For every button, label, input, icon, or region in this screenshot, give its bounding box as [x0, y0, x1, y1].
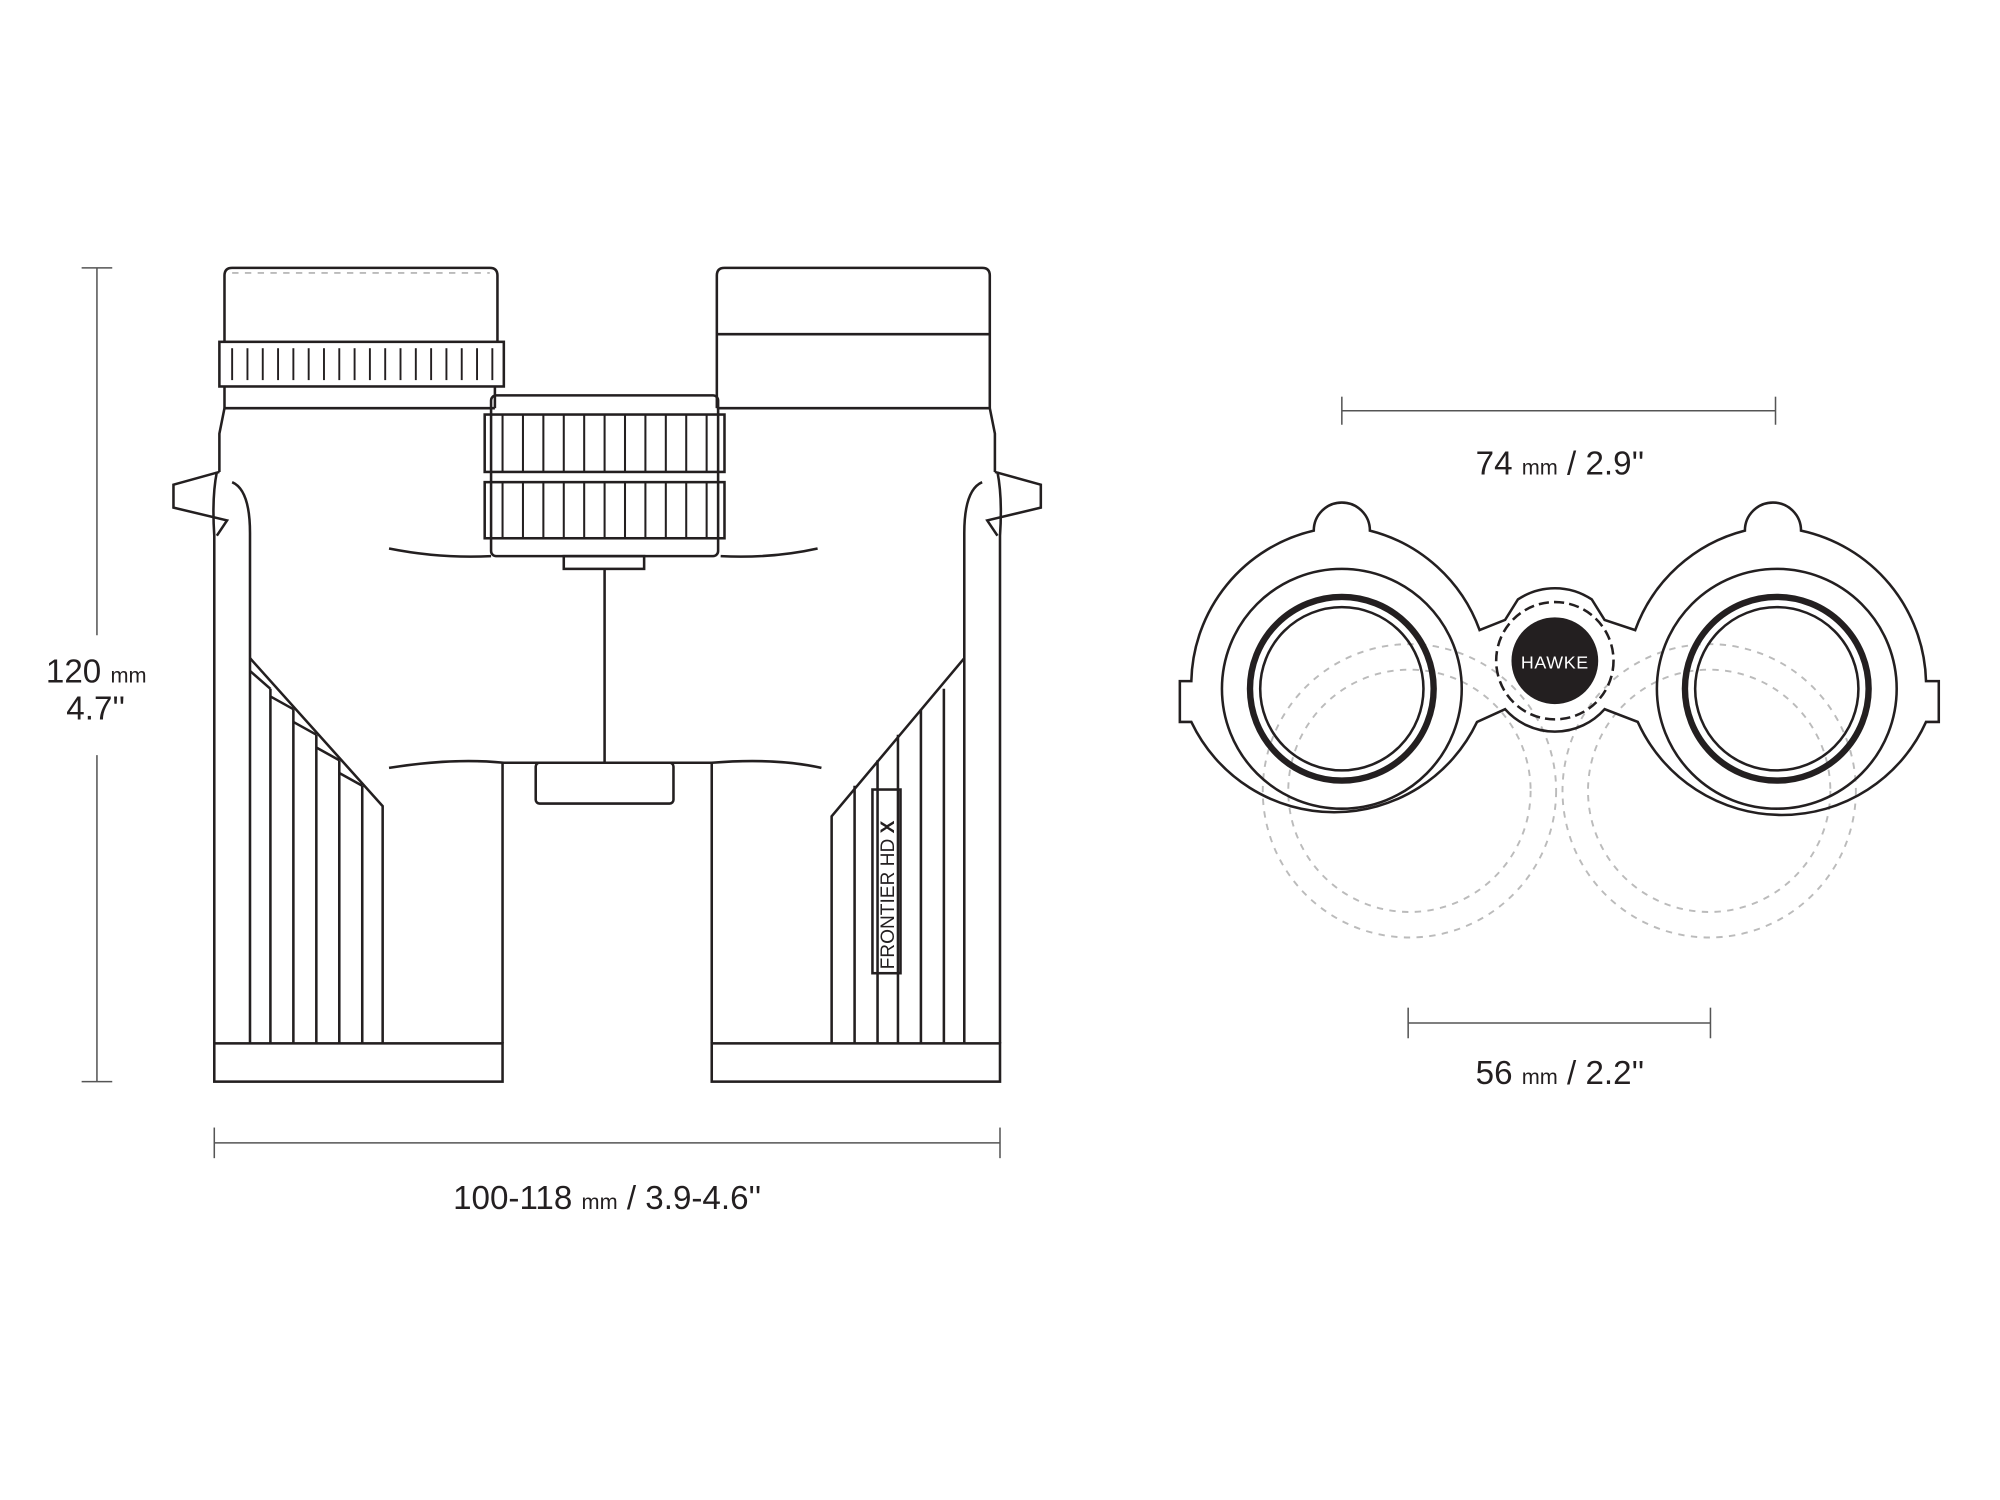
height-imperial: 4.7'' [66, 690, 125, 727]
ipd-min-unit: mm [1522, 1064, 1558, 1089]
length-dimension: 100-118 mm / 3.9-4.6'' [213, 1127, 1001, 1217]
left-eyecup-knurl [231, 348, 494, 381]
brand-text: HAWKE [1521, 652, 1589, 672]
svg-text:100-118 mm / 3.9-4.6'': 100-118 mm / 3.9-4.6'' [453, 1180, 761, 1217]
svg-text:FRONTIER HD X: FRONTIER HD X [878, 820, 899, 969]
svg-text:74 mm / 2.9'': 74 mm / 2.9'' [1476, 445, 1645, 482]
bridge-tab [534, 761, 675, 805]
ipd-min-dimension: 56 mm / 2.2'' [1407, 1007, 1712, 1092]
model-suffix: X [878, 820, 899, 833]
height-unit: mm [110, 662, 146, 687]
ipd-max-unit: mm [1522, 454, 1558, 479]
ipd-min-imperial: / 2.2'' [1567, 1055, 1644, 1092]
length-unit: mm [582, 1189, 618, 1214]
binocular-front-view: HAWKE [1178, 501, 1941, 939]
ipd-max-dimension: 74 mm / 2.9'' [1341, 396, 1777, 482]
height-value: 120 [46, 653, 101, 690]
length-imperial: / 3.9-4.6'' [627, 1180, 761, 1217]
ipd-max-imperial: / 2.9'' [1567, 445, 1644, 482]
ipd-max-value: 74 [1476, 445, 1513, 482]
model-name: FRONTIER HD [878, 839, 899, 970]
focus-wheel [483, 394, 726, 571]
svg-text:120 mm: 120 mm [46, 653, 147, 690]
hawke-logo: HAWKE [1511, 617, 1599, 705]
model-label: FRONTIER HD X [871, 788, 902, 975]
svg-text:56 mm / 2.2'': 56 mm / 2.2'' [1476, 1055, 1645, 1092]
ipd-min-value: 56 [1476, 1055, 1513, 1092]
height-dimension: 120 mm 4.7'' [46, 267, 147, 1083]
binocular-side-view: FRONTIER HD X [172, 266, 1043, 1083]
length-value: 100-118 [453, 1180, 572, 1217]
